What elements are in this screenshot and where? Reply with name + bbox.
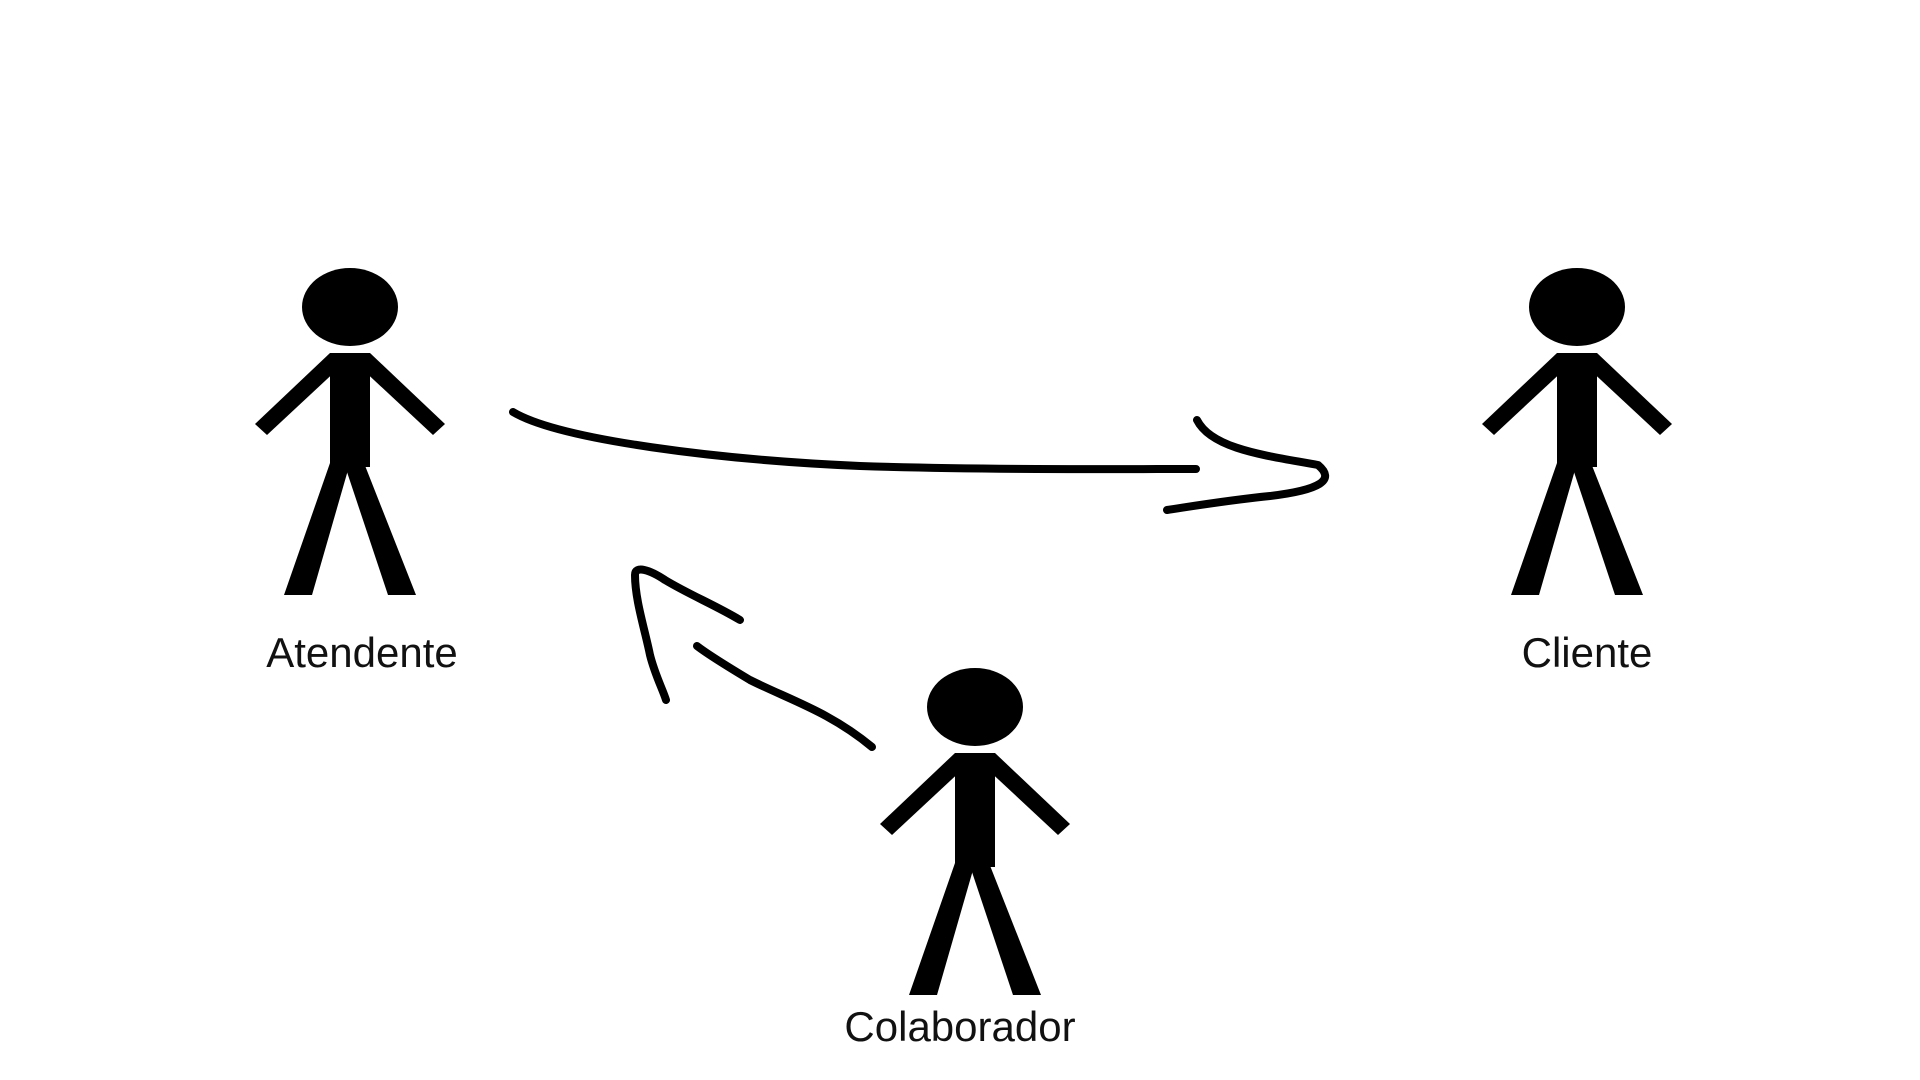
actor-figure-atendente xyxy=(255,268,445,595)
arrow-shaft-atendente-cliente xyxy=(509,408,1200,474)
actor-label-atendente: Atendente xyxy=(266,629,458,676)
arrow-shaft-colaborador-atendente xyxy=(693,642,876,751)
arrowhead-colaborador-atendente xyxy=(631,565,744,704)
actor-label-colaborador: Colaborador xyxy=(844,1003,1076,1050)
actor-figure-colaborador xyxy=(880,668,1070,995)
actor-figure-cliente xyxy=(1482,268,1672,595)
arrow-atendente-to-cliente xyxy=(509,408,1330,514)
actor-label-cliente: Cliente xyxy=(1521,629,1653,676)
arrow-colaborador-to-atendente xyxy=(631,565,876,751)
arrowhead-atendente-cliente xyxy=(1163,416,1330,514)
